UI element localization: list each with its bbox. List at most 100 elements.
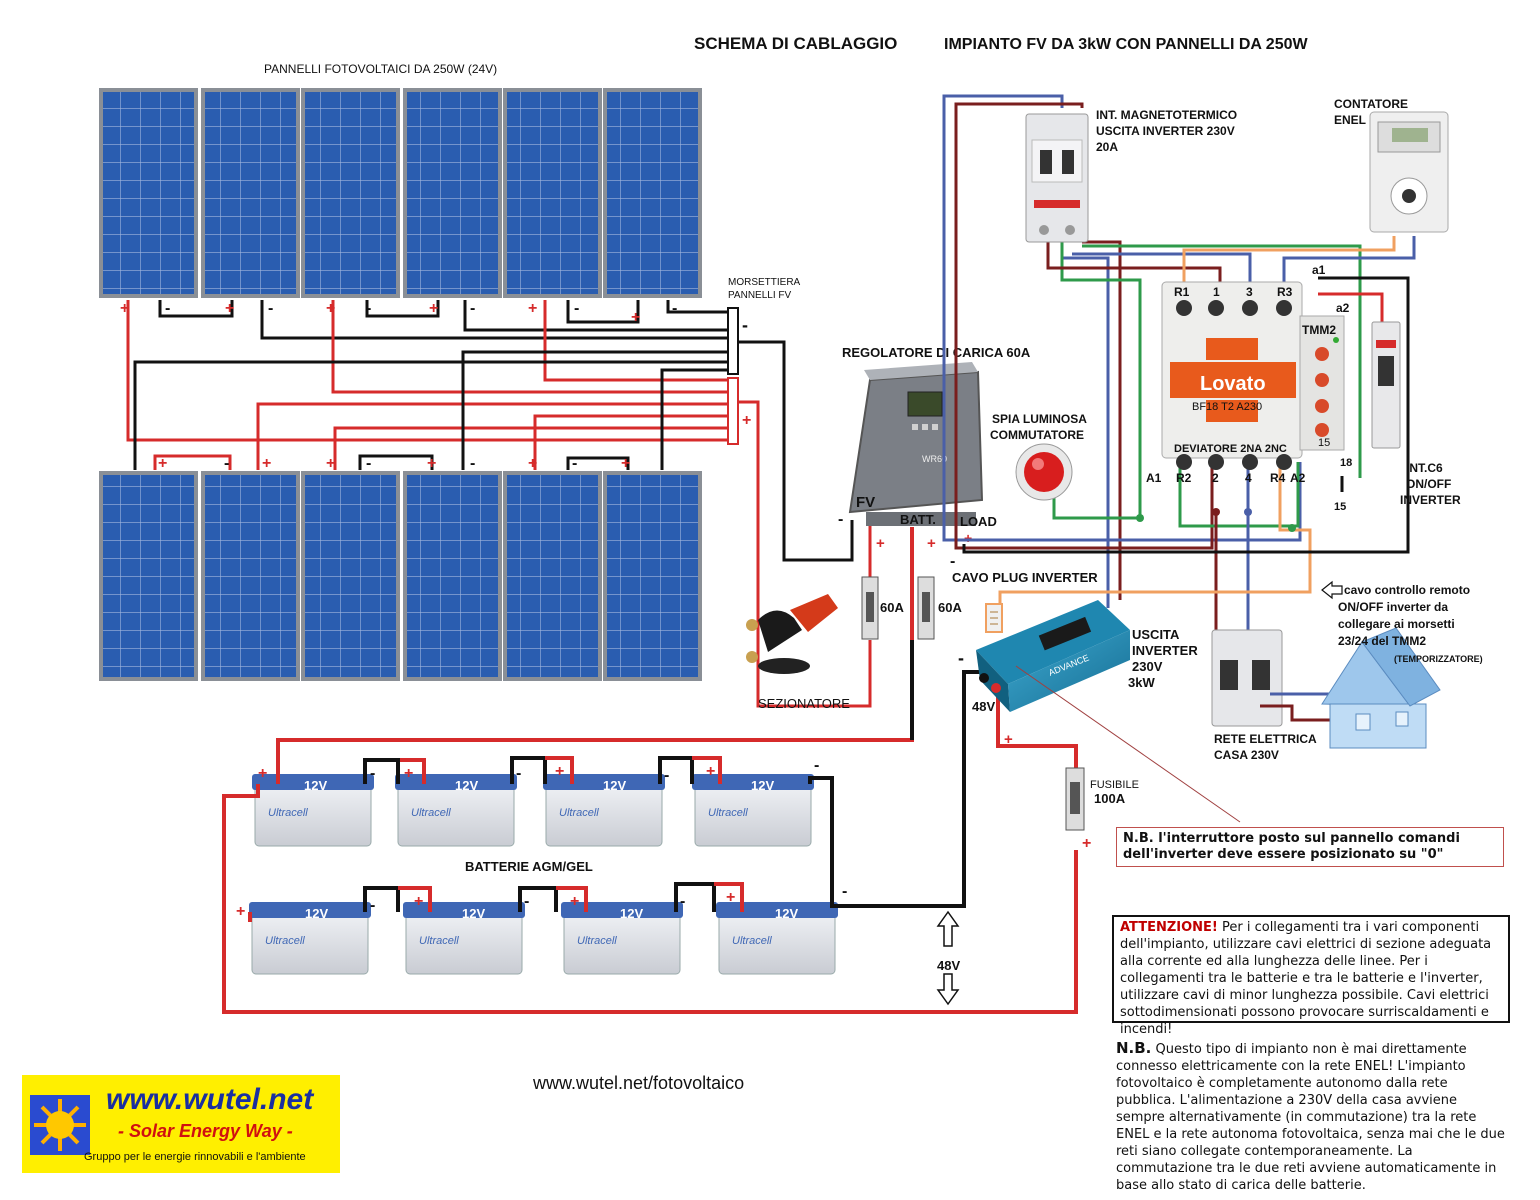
inverter-output-label-3: 230V xyxy=(1132,659,1163,674)
svg-text:A2: A2 xyxy=(1290,471,1306,485)
svg-text:-: - xyxy=(366,300,371,317)
meter-label-1: CONTATORE xyxy=(1334,97,1408,111)
svg-text:2: 2 xyxy=(1212,471,1219,485)
title-bold: SCHEMA DI CABLAGGIO xyxy=(694,34,897,53)
svg-text:+: + xyxy=(964,530,972,546)
terminal-18-label: 18 xyxy=(1340,457,1352,469)
svg-text:-: - xyxy=(814,757,819,774)
svg-text:12V: 12V xyxy=(620,906,643,921)
nb-body: Questo tipo di impianto non è mai dirett… xyxy=(1116,1042,1505,1193)
solar-panel xyxy=(503,471,602,681)
contactor-model: BF18 T2 A230 xyxy=(1192,401,1262,413)
svg-text:4: 4 xyxy=(1245,471,1252,485)
svg-text:-: - xyxy=(958,648,964,668)
ac-wiring xyxy=(942,94,1416,630)
svg-text:+: + xyxy=(528,300,537,317)
fuse-60a-pv xyxy=(861,576,879,640)
svg-text:R1: R1 xyxy=(1174,285,1190,299)
svg-text:A1: A1 xyxy=(1146,471,1162,485)
remote-note-3: collegare ai morsetti xyxy=(1338,617,1455,631)
svg-text:+: + xyxy=(326,455,335,472)
sezionatore-label: SEZIONATORE xyxy=(758,696,850,711)
svg-text:Ultracell: Ultracell xyxy=(559,807,599,819)
attention-box: ATTENZIONE! Per i collegamenti tra i var… xyxy=(1112,915,1510,1037)
meter-label-2: ENEL xyxy=(1334,113,1366,127)
svg-text:+: + xyxy=(621,455,630,472)
svg-text:-: - xyxy=(672,300,677,317)
svg-text:-: - xyxy=(950,553,955,570)
svg-text:12V: 12V xyxy=(603,778,626,793)
remote-plug-icon xyxy=(985,603,1003,633)
svg-text:12V: 12V xyxy=(462,906,485,921)
svg-text:+: + xyxy=(158,455,167,472)
c6-label-2: ON/OFF xyxy=(1406,477,1451,491)
svg-text:-: - xyxy=(574,300,579,317)
svg-text:-: - xyxy=(524,893,529,910)
battery: 12V Ultracell xyxy=(561,902,683,975)
solar-panel xyxy=(301,88,400,298)
inverter-output-label-4: 3kW xyxy=(1128,675,1155,690)
remote-note-5: (TEMPORIZZATORE) xyxy=(1394,654,1483,664)
terminal-15-label: 15 xyxy=(1334,501,1346,513)
solar-panel xyxy=(301,471,400,681)
breaker-label-2: USCITA INVERTER 230V xyxy=(1096,124,1235,138)
svg-text:-: - xyxy=(470,455,475,472)
svg-text:1: 1 xyxy=(1213,285,1220,299)
breaker-label-1: INT. MAGNETOTERMICO xyxy=(1096,108,1237,122)
svg-text:-: - xyxy=(268,300,273,317)
fuse-100a-label: FUSIBILE xyxy=(1090,779,1139,791)
battery: 12V Ultracell xyxy=(249,902,371,975)
svg-text:R4: R4 xyxy=(1270,471,1286,485)
solar-panel xyxy=(201,88,300,298)
svg-text:12V: 12V xyxy=(305,906,328,921)
svg-text:Ultracell: Ultracell xyxy=(268,807,308,819)
svg-text:R3: R3 xyxy=(1277,285,1293,299)
svg-text:+: + xyxy=(1004,731,1013,748)
svg-text:-: - xyxy=(370,897,375,914)
inverter-output-label-1: USCITA xyxy=(1132,627,1180,642)
svg-text:-: - xyxy=(366,455,371,472)
fuse-60a-label-2: 60A xyxy=(938,600,962,615)
contactor-lovato: Lovato BF18 T2 A230 xyxy=(1161,281,1303,470)
attention-body: Per i collegamenti tra i vari componenti… xyxy=(1120,920,1492,1037)
nb-note: N.B. Questo tipo di impianto non è mai d… xyxy=(1116,1040,1508,1194)
logo-tagline: - Solar Energy Way - xyxy=(118,1121,293,1141)
house-icon xyxy=(1321,627,1441,749)
regulator-brand: WR60 xyxy=(922,454,947,464)
lamp-label-2: COMMUTATORE xyxy=(990,428,1084,442)
batt-terminal-label: BATT. xyxy=(900,512,936,527)
svg-text:-: - xyxy=(572,455,577,472)
svg-text:+: + xyxy=(555,763,564,780)
svg-text:-: - xyxy=(842,883,847,900)
svg-text:-: - xyxy=(370,765,375,782)
svg-text:+: + xyxy=(528,455,537,472)
svg-text:-: - xyxy=(224,455,229,472)
grid-label-2: CASA 230V xyxy=(1214,748,1279,762)
svg-text:+: + xyxy=(726,889,735,906)
deviatore-label: DEVIATORE 2NA 2NC xyxy=(1174,443,1287,455)
title-rest: IMPIANTO FV DA 3kW CON PANNELLI DA 250W xyxy=(944,36,1308,53)
solar-panel xyxy=(403,471,502,681)
magnetothermic-breaker xyxy=(1025,113,1089,243)
battery: 12V Ultracell xyxy=(403,902,525,975)
svg-text:Ultracell: Ultracell xyxy=(577,935,617,947)
battery-wiring xyxy=(222,527,1078,1014)
attention-lead: ATTENZIONE! xyxy=(1120,920,1218,935)
svg-text:3: 3 xyxy=(1246,285,1253,299)
cavo-plug-label: CAVO PLUG INVERTER xyxy=(952,570,1098,585)
pv-terminal-block xyxy=(727,307,739,445)
battery: 12V Ultracell xyxy=(716,902,838,975)
remote-note-4: 23/24 del TMM2 xyxy=(1338,634,1426,648)
fuse-100a xyxy=(1065,767,1085,831)
svg-text:-: - xyxy=(165,300,170,317)
charge-regulator: WR60 xyxy=(848,362,984,526)
website-text: www.wutel.net/fotovoltaico xyxy=(532,1073,744,1093)
tmm2-timer xyxy=(1299,315,1345,451)
solar-panel xyxy=(603,88,702,298)
svg-text:+: + xyxy=(404,765,413,782)
svg-text:+: + xyxy=(631,309,640,326)
c6-label-3: INVERTER xyxy=(1400,493,1461,507)
svg-text:12V: 12V xyxy=(304,778,327,793)
svg-text:+: + xyxy=(120,300,129,317)
